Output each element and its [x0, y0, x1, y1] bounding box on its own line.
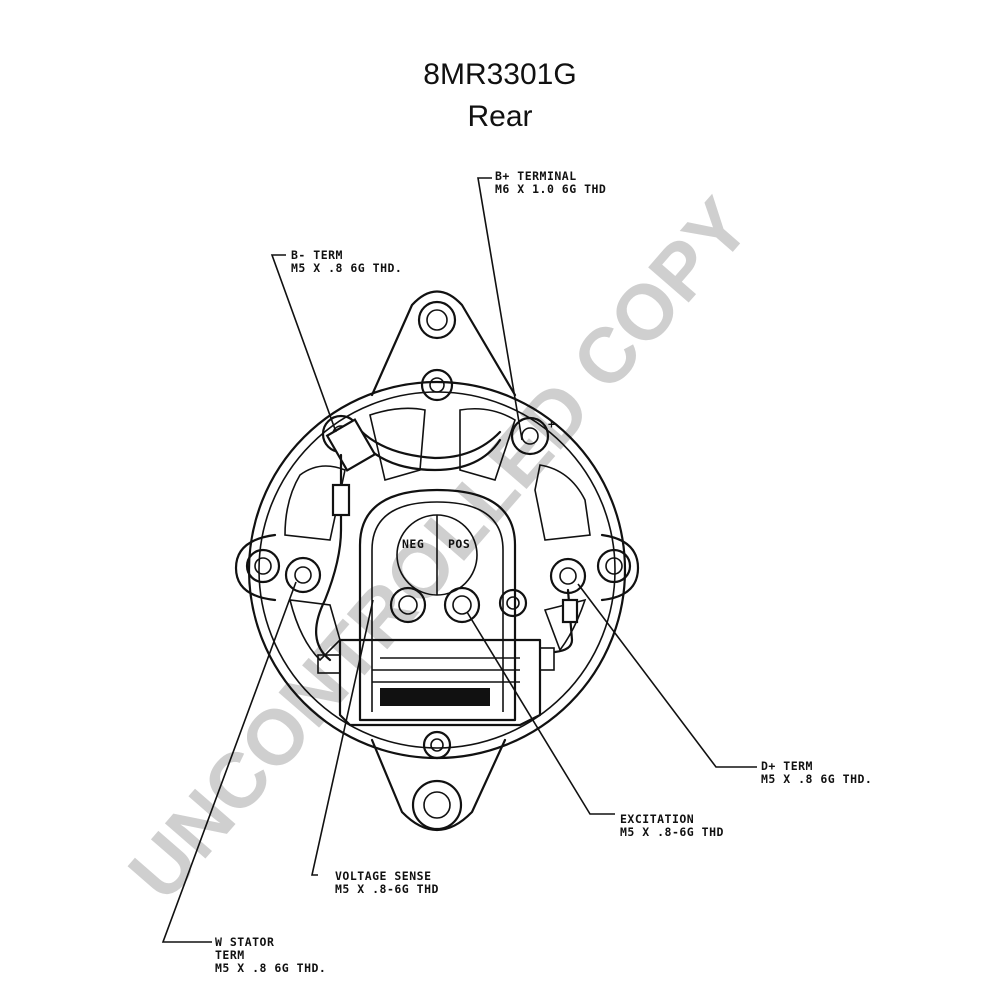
voltage-sense-label-line2: M5 X .8-6G THD [335, 882, 439, 896]
neg-mark: NEG [402, 537, 424, 551]
d-plus-label-line1: D+ TERM [761, 759, 813, 773]
b-plus-label-line2: M6 X 1.0 6G THD [495, 182, 606, 196]
pos-mark: POS [448, 537, 470, 551]
w-stator-label-line3: M5 X .8 6G THD. [215, 961, 326, 975]
excitation-leader [466, 611, 615, 815]
voltage-sense-leader [311, 599, 374, 876]
b-minus-label-line2: M5 X .8 6G THD. [291, 261, 402, 275]
view-subtitle: Rear [467, 100, 533, 133]
part-number-title: 8MR3301G [423, 58, 577, 91]
w-stator-label-line1: W STATOR [215, 935, 274, 949]
alternator-housing [234, 290, 640, 832]
w-stator-leader [161, 581, 297, 943]
b-plus-label-line1: B+ TERMINAL [495, 169, 577, 183]
b-plus-stud [510, 416, 550, 456]
b-minus-leader [270, 254, 337, 433]
callout-labels: B+ TERMINAL M6 X 1.0 6G THD B- TERM M5 X… [215, 169, 872, 975]
excitation-label-line2: M5 X .8-6G THD [620, 825, 724, 839]
b-plus-mark: + [548, 417, 555, 431]
b-plus-leader [477, 177, 523, 441]
d-plus-stud [549, 557, 587, 595]
excitation-label-line1: EXCITATION [620, 812, 694, 826]
w-stator-label-line2: TERM [215, 948, 245, 962]
d-plus-leader [577, 583, 757, 768]
voltage-sense-label-line1: VOLTAGE SENSE [335, 869, 432, 883]
w-stator-stud [284, 556, 322, 594]
b-minus-label-line1: B- TERM [291, 248, 343, 262]
d-plus-label-line2: M5 X .8 6G THD. [761, 772, 872, 786]
regulator-assembly: NEG POS [317, 488, 555, 727]
wiring [315, 418, 579, 662]
leader-lines [161, 177, 757, 943]
